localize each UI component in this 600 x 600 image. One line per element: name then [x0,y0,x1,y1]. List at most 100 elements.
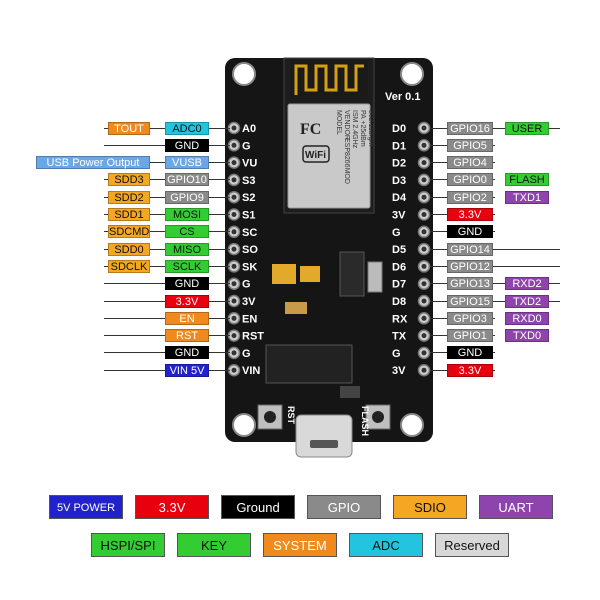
left-pin-function: VIN 5V [165,363,209,377]
pin-silkscreen-label: G [242,140,251,152]
pin-silkscreen-label: 3V [242,296,256,308]
legend-item-key: KEY [177,533,251,557]
header-pin-hole [421,125,427,131]
header-pin-hole [231,350,237,356]
right-pin-function: GND [447,346,493,360]
pin-silkscreen-label: S1 [242,210,255,222]
module-text-line: PA +25dBm [359,110,366,147]
header-pin-hole [231,142,237,148]
pin-silkscreen-label: 3V [392,210,406,222]
legend-item-5v: 5V POWER [49,495,123,519]
left-pin-function: EN [165,311,209,325]
right-pin-alt-function: RXD2 [505,277,549,291]
right-pin-function: GPIO13 [447,277,493,291]
legend-item-hspi: HSPI/SPI [91,533,165,557]
left-pin-function: SCLK [165,259,209,273]
connector-line [430,283,560,285]
pin-silkscreen-label: S2 [242,192,255,204]
header-pin-hole [421,350,427,356]
pin-silkscreen-label: D6 [392,261,406,273]
micro-usb-port[interactable] [295,414,353,458]
header-pin-hole [231,177,237,183]
capacitor-tantalum [272,264,296,284]
legend-item-gpio: GPIO [307,495,381,519]
pin-silkscreen-label: D1 [392,140,406,152]
left-pin-function: 3.3V [165,294,209,308]
header-pin-hole [421,315,427,321]
right-pin-function: 3.3V [447,208,493,221]
pin-silkscreen-label: D3 [392,175,406,187]
module-text-line: VENDOR [343,110,350,140]
right-pin-function: GPIO1 [447,329,493,343]
left-pin-alt-function: SDD2 [108,190,150,204]
left-pin-alt-function: SDD1 [108,208,150,221]
module-text-line: ISM 2.4GHz [351,110,358,149]
left-pin-function: GND [165,138,209,152]
header-pin-hole [421,298,427,304]
reset-button-cap[interactable] [264,411,276,423]
header-pin-hole [421,229,427,235]
pin-silkscreen-label: SC [242,227,257,239]
right-pin-function: 3.3V [447,363,493,377]
header-pin-hole [421,177,427,183]
wifi-logo-text: WiFi [305,150,326,161]
right-pin-alt-function: RXD0 [505,311,549,325]
right-pin-alt-function: TXD1 [505,190,549,204]
right-pin-function: GPIO15 [447,294,493,308]
regulator-chip [339,251,365,297]
usb-uart-chip [265,344,353,384]
left-pin-function: GND [165,277,209,291]
left-pin-alt-function: USB Power Output [36,156,150,170]
pin-silkscreen-label: VU [242,158,257,170]
pin-silkscreen-label: D4 [392,192,407,204]
pin-silkscreen-label: D8 [392,296,406,308]
left-pin-function: RST [165,329,209,343]
header-pin-hole [231,263,237,269]
pin-silkscreen-label: 3V [392,365,406,377]
header-pin-hole [231,281,237,287]
mount-hole-bottom-right [400,413,424,437]
pin-silkscreen-label: EN [242,313,257,325]
left-pin-alt-function: SDCLK [108,259,150,273]
header-pin-hole [231,125,237,131]
mount-hole-top-left [232,62,256,86]
header-pin-hole [421,281,427,287]
header-pin-hole [231,298,237,304]
header-pin-hole [231,229,237,235]
header-pin-hole [231,367,237,373]
header-pin-hole [231,315,237,321]
header-pin-hole [421,194,427,200]
header-pin-hole [421,246,427,252]
pin-silkscreen-label: A0 [242,123,256,135]
small-capacitor [285,302,307,314]
reset-button-label: RST [286,406,296,425]
right-pin-function: GPIO16 [447,121,493,135]
legend-item-uart: UART [479,495,553,519]
left-pin-function: MOSI [165,208,209,221]
pin-silkscreen-label: G [392,227,401,239]
header-pin-hole [231,160,237,166]
pin-silkscreen-label: D0 [392,123,406,135]
right-pin-function: GPIO14 [447,242,493,256]
capacitor-tantalum [300,266,320,282]
version-label: Ver 0.1 [385,91,420,103]
left-pin-function: GND [165,346,209,360]
pin-silkscreen-label: D2 [392,158,406,170]
pin-silkscreen-label: D7 [392,279,406,291]
right-pin-alt-function: TXD2 [505,294,549,308]
header-pin-hole [231,246,237,252]
header-pin-hole [421,263,427,269]
legend-item-sdio: SDIO [393,495,467,519]
header-pin-hole [421,333,427,339]
flash-button[interactable] [365,404,391,430]
module-text-line: MODEL [335,110,342,135]
left-pin-function: VUSB [165,156,209,170]
connector-line [430,300,560,302]
pin-silkscreen-label: RX [392,313,408,325]
fcc-logo: FC [300,121,321,138]
flash-button-cap[interactable] [372,411,384,423]
right-pin-function: GPIO3 [447,311,493,325]
header-pin-hole [231,212,237,217]
